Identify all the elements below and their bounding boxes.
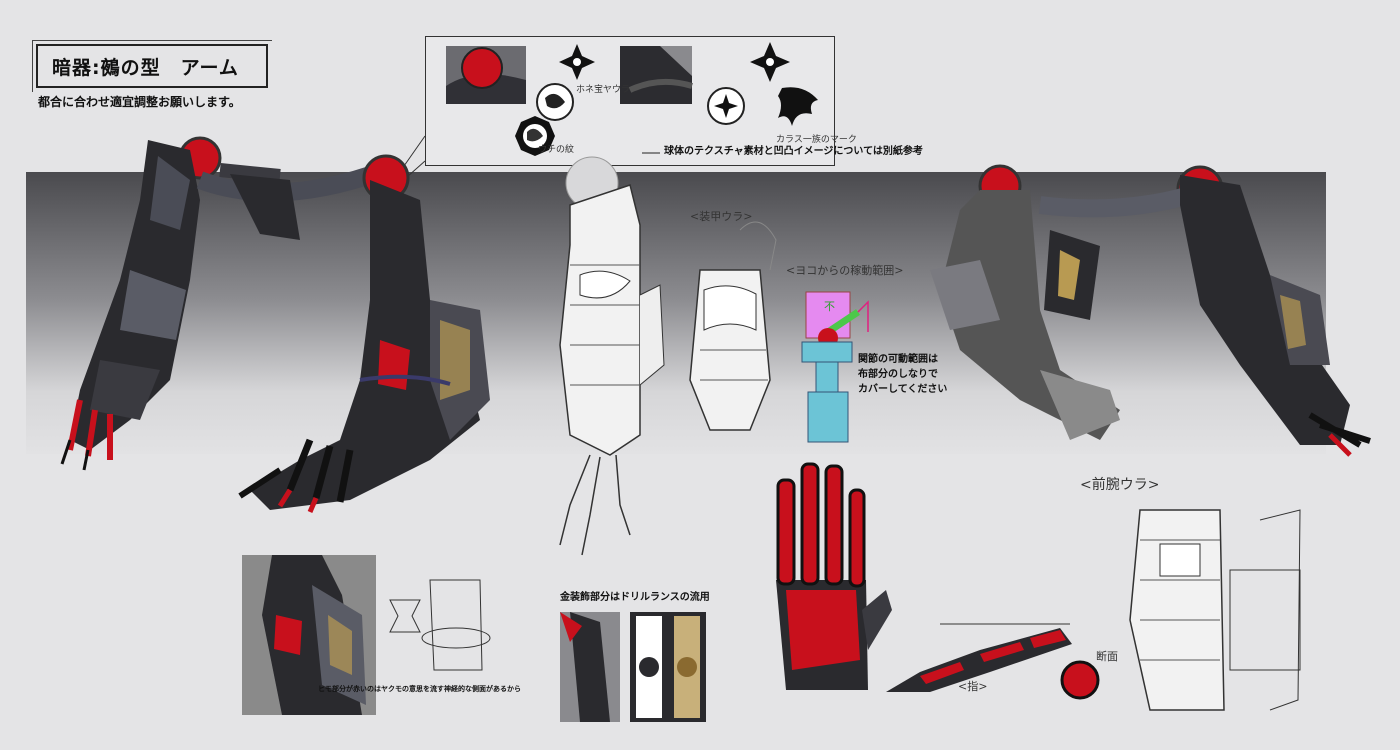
arm-sketch-front <box>559 156 665 556</box>
detail-render-art <box>262 555 366 715</box>
joint-note-line3: カバーしてください <box>858 384 948 395</box>
hand-render <box>776 462 892 690</box>
gold-ornament-thumb <box>560 612 620 722</box>
gold-ornament-pattern <box>630 612 706 722</box>
joint-note-line2: 布部分のしなりで <box>858 369 938 380</box>
joint-range-diagram <box>801 291 869 443</box>
finger-detail <box>886 623 1072 692</box>
section-label: 断面 <box>1096 650 1118 663</box>
texture-note-leader <box>642 152 660 154</box>
sphere-thumb-2 <box>620 46 693 104</box>
emblem-icons-right <box>707 42 818 126</box>
finger-section <box>1060 660 1100 700</box>
finger-label: <指> <box>958 680 988 693</box>
side-range-label: <ヨコからの稼動範囲> <box>786 264 904 277</box>
flip-mark: 不 <box>824 300 835 313</box>
title-box: 暗器:鵺の型 アーム <box>32 40 272 92</box>
emblem-handnote-3: ウチの紋 <box>538 145 575 155</box>
joint-note: 関節の可動範囲は 布部分のしなりで カバーしてください <box>858 352 947 397</box>
arm-render-right-dark <box>1038 165 1371 457</box>
cord-note: ヒモ部分が赤いのはヤクモの意思を流す神経的な側面があるから <box>318 685 521 693</box>
page-title: 暗器:鵺の型 アーム <box>52 56 239 79</box>
emblem-icons-left <box>515 44 595 156</box>
gold-ornament-note: 金装飾部分はドリルランスの流用 <box>560 592 710 603</box>
sphere-thumb-1 <box>446 46 526 104</box>
arm-render-left <box>60 136 281 471</box>
emblem-handnote-2: カラス一族のマーク <box>776 135 857 145</box>
texture-note: 球体のテクスチャ素材と凹凸イメージについては別紙参考 <box>664 146 923 157</box>
armor-back-label: <装甲ウラ> <box>690 210 753 223</box>
subtitle: 都合に合わせ適宜調整お願いします。 <box>38 95 241 109</box>
forearm-back-sketch <box>1129 509 1301 711</box>
joint-note-line1: 関節の可動範囲は <box>858 354 938 365</box>
forearm-back-label: <前腕ウラ> <box>1080 477 1160 493</box>
cord-sketch <box>389 579 491 671</box>
arm-render-center <box>238 154 490 513</box>
arm-render-right-gray <box>930 164 1120 440</box>
arm-sketch-back <box>689 221 777 431</box>
emblem-handnote-1: ホネ宝ヤウラ <box>576 85 631 95</box>
